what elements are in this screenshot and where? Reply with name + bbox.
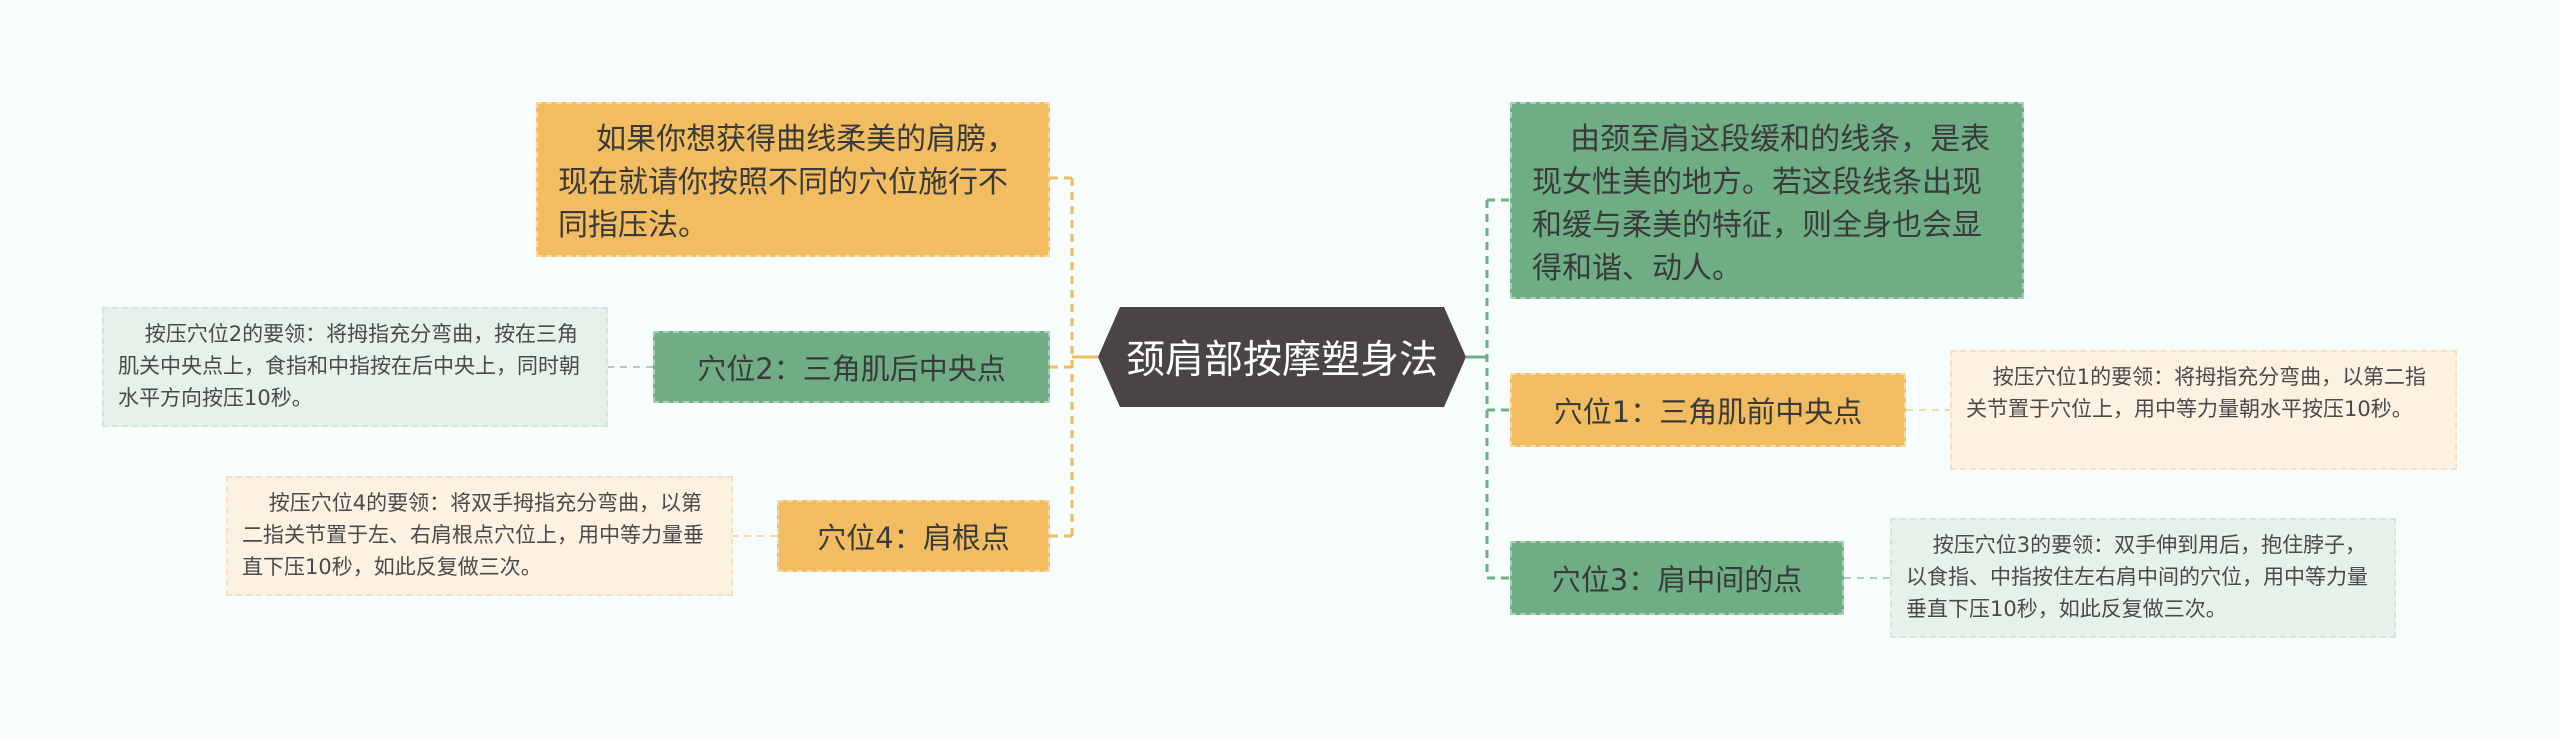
point2-detail: 按压穴位2的要领：将拇指充分弯曲，按在三角肌关中央点上，食指和中指按在后中央上，… <box>102 307 608 427</box>
point2-node[interactable]: 穴位2：三角肌后中央点 <box>653 331 1050 403</box>
point3-detail: 按压穴位3的要领：双手伸到用后，抱住脖子，以食指、中指按住左右肩中间的穴位，用中… <box>1890 518 2396 638</box>
left-intro-node[interactable]: 如果你想获得曲线柔美的肩膀，现在就请你按照不同的穴位施行不同指压法。 <box>536 102 1050 257</box>
point4-node[interactable]: 穴位4：肩根点 <box>777 500 1050 572</box>
point4-detail: 按压穴位4的要领：将双手拇指充分弯曲，以第二指关节置于左、右肩根点穴位上，用中等… <box>226 476 733 596</box>
central-topic[interactable]: 颈肩部按摩塑身法 <box>1098 307 1466 407</box>
right-intro-node[interactable]: 由颈至肩这段缓和的线条，是表现女性美的地方。若这段线条出现和缓与柔美的特征，则全… <box>1510 102 2024 299</box>
point1-node[interactable]: 穴位1：三角肌前中央点 <box>1510 373 1906 447</box>
point3-node[interactable]: 穴位3：肩中间的点 <box>1510 541 1844 615</box>
point1-detail: 按压穴位1的要领：将拇指充分弯曲，以第二指关节置于穴位上，用中等力量朝水平按压1… <box>1950 350 2457 470</box>
